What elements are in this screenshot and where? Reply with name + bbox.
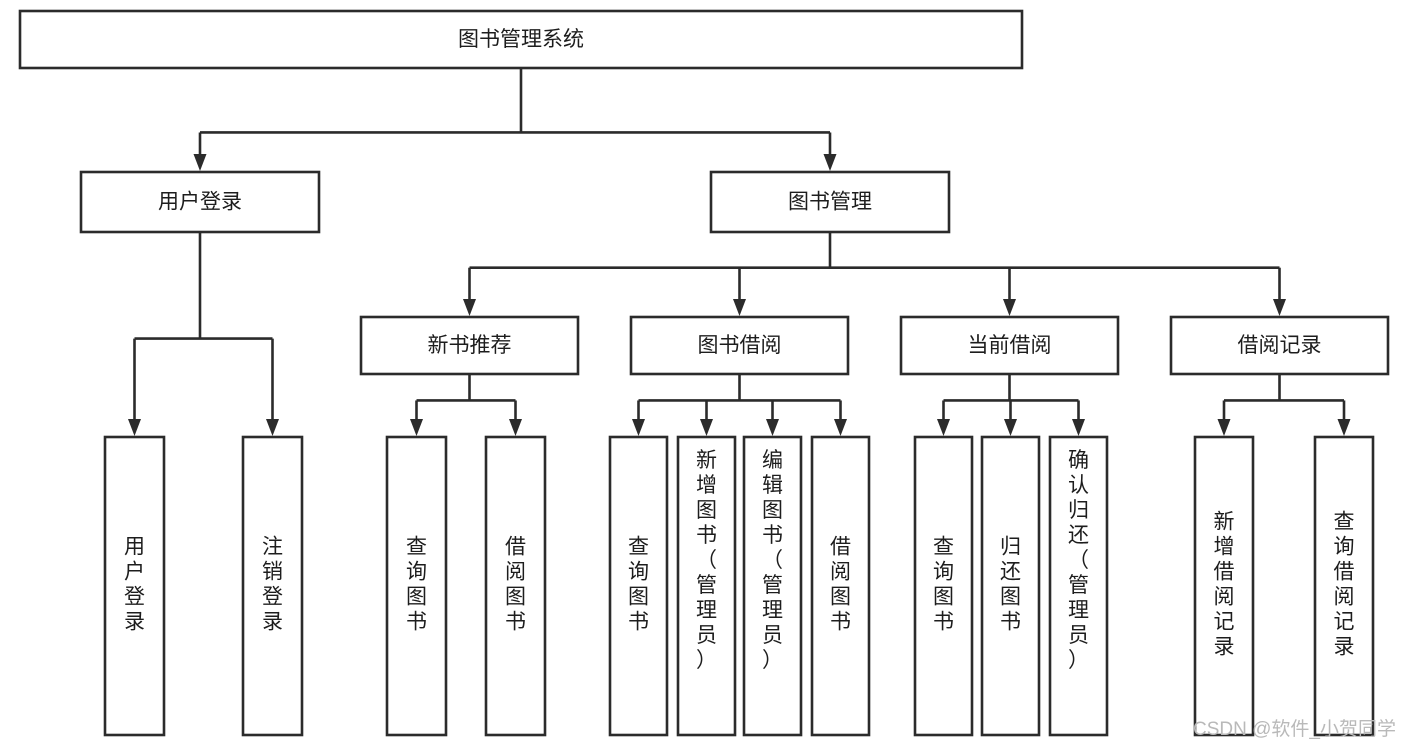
arrow-head-new-book-rec xyxy=(463,299,476,316)
node-label-leaf-rec-borrow: 借阅图书 xyxy=(505,536,526,634)
node-box-user-login[interactable] xyxy=(79,170,321,234)
node-leaf-borrow-lend[interactable]: 借阅图书 xyxy=(810,435,871,737)
node-leaf-borrow-add[interactable]: 新增图书（管理员） xyxy=(676,435,737,737)
node-label-root: 图书管理系统 xyxy=(458,28,584,51)
node-box-leaf-rec-add[interactable] xyxy=(1193,435,1255,737)
node-label-book-manage: 图书管理 xyxy=(788,191,872,214)
node-leaf-cur-query[interactable]: 查询图书 xyxy=(913,435,974,737)
node-label-leaf-cur-return: 归还图书 xyxy=(1000,536,1021,634)
node-box-leaf-borrow-lend[interactable] xyxy=(810,435,871,737)
node-box-new-book-rec[interactable] xyxy=(359,315,580,376)
node-box-leaf-rec-search[interactable] xyxy=(1313,435,1375,737)
node-box-leaf-rec-query[interactable] xyxy=(385,435,448,737)
node-box-leaf-cur-query[interactable] xyxy=(913,435,974,737)
edge-group-from-borrow-record xyxy=(1217,374,1351,436)
watermark-label: CSDN @软件_小贺同学 xyxy=(1193,718,1396,740)
node-label-new-book-rec: 新书推荐 xyxy=(428,334,512,357)
arrow-head-leaf-rec-search xyxy=(1337,419,1351,436)
node-leaf-user-logout[interactable]: 注销登录 xyxy=(241,435,304,737)
edge-group-from-root xyxy=(193,68,837,171)
node-label-leaf-cur-query: 查询图书 xyxy=(933,536,954,634)
node-leaf-borrow-query[interactable]: 查询图书 xyxy=(608,435,669,737)
node-leaf-cur-confirm[interactable]: 确认归还（管理员） xyxy=(1048,435,1109,737)
node-root[interactable]: 图书管理系统 xyxy=(18,9,1024,70)
node-label-leaf-cur-confirm: 确认归还（管理员） xyxy=(1068,449,1089,672)
node-box-book-borrow[interactable] xyxy=(629,315,850,376)
edge-group-from-user-login xyxy=(128,232,279,436)
node-label-leaf-borrow-add: 新增图书（管理员） xyxy=(696,449,717,672)
node-label-user-login: 用户登录 xyxy=(158,191,242,214)
node-label-leaf-borrow-edit: 编辑图书（管理员） xyxy=(762,449,783,672)
node-leaf-rec-query[interactable]: 查询图书 xyxy=(385,435,448,737)
nodes-layer: 图书管理系统用户登录图书管理新书推荐图书借阅当前借阅借阅记录用户登录注销登录查询… xyxy=(18,9,1390,737)
arrow-head-leaf-user-logout xyxy=(266,419,279,436)
node-leaf-borrow-edit[interactable]: 编辑图书（管理员） xyxy=(742,435,803,737)
arrow-head-book-borrow xyxy=(733,299,746,316)
edge-group-from-book-borrow xyxy=(632,374,847,436)
node-label-borrow-record: 借阅记录 xyxy=(1238,334,1322,357)
node-leaf-user-login[interactable]: 用户登录 xyxy=(103,435,166,737)
edge-group-from-current-borrow xyxy=(937,374,1085,436)
node-box-leaf-borrow-add[interactable] xyxy=(676,435,737,737)
node-label-leaf-user-login: 用户登录 xyxy=(124,536,145,634)
arrow-head-user-login xyxy=(193,154,207,171)
node-label-leaf-rec-add: 新增借阅记录 xyxy=(1214,511,1235,659)
arrow-head-leaf-borrow-query xyxy=(632,419,645,436)
node-box-leaf-borrow-query[interactable] xyxy=(608,435,669,737)
arrow-head-borrow-record xyxy=(1273,299,1286,316)
arrow-head-leaf-rec-borrow xyxy=(509,419,522,436)
node-book-borrow[interactable]: 图书借阅 xyxy=(629,315,850,376)
node-current-borrow[interactable]: 当前借阅 xyxy=(899,315,1120,376)
node-box-borrow-record[interactable] xyxy=(1169,315,1390,376)
node-box-leaf-cur-return[interactable] xyxy=(980,435,1041,737)
arrow-head-leaf-borrow-add xyxy=(700,419,713,436)
node-new-book-rec[interactable]: 新书推荐 xyxy=(359,315,580,376)
node-box-root[interactable] xyxy=(18,9,1024,70)
node-label-leaf-borrow-lend: 借阅图书 xyxy=(830,536,851,634)
arrow-head-leaf-borrow-edit xyxy=(766,419,779,436)
node-borrow-record[interactable]: 借阅记录 xyxy=(1169,315,1390,376)
node-label-book-borrow: 图书借阅 xyxy=(698,334,782,357)
node-label-leaf-rec-search: 查询借阅记录 xyxy=(1334,511,1355,659)
node-box-leaf-user-logout[interactable] xyxy=(241,435,304,737)
arrow-head-leaf-cur-query xyxy=(937,419,950,436)
node-box-leaf-user-login[interactable] xyxy=(103,435,166,737)
node-leaf-rec-add[interactable]: 新增借阅记录 xyxy=(1193,435,1255,737)
arrow-head-leaf-rec-query xyxy=(410,419,423,436)
node-leaf-rec-search[interactable]: 查询借阅记录 xyxy=(1313,435,1375,737)
node-book-manage[interactable]: 图书管理 xyxy=(709,170,951,234)
edge-group-from-new-book-rec xyxy=(410,374,522,436)
node-label-leaf-user-logout: 注销登录 xyxy=(262,536,283,634)
arrow-head-leaf-rec-add xyxy=(1217,419,1231,436)
arrow-head-leaf-cur-confirm xyxy=(1072,419,1085,436)
edge-group-from-book-manage xyxy=(463,232,1286,316)
node-label-leaf-borrow-query: 查询图书 xyxy=(628,536,649,634)
edges-layer xyxy=(128,68,1351,436)
arrow-head-leaf-borrow-lend xyxy=(834,419,847,436)
arrow-head-current-borrow xyxy=(1003,299,1016,316)
node-leaf-rec-borrow[interactable]: 借阅图书 xyxy=(484,435,547,737)
node-leaf-cur-return[interactable]: 归还图书 xyxy=(980,435,1041,737)
arrow-head-book-manage xyxy=(823,154,837,171)
node-box-book-manage[interactable] xyxy=(709,170,951,234)
node-box-current-borrow[interactable] xyxy=(899,315,1120,376)
arrow-head-leaf-cur-return xyxy=(1004,419,1017,436)
node-label-current-borrow: 当前借阅 xyxy=(968,334,1052,357)
node-label-leaf-rec-query: 查询图书 xyxy=(406,536,427,634)
node-box-leaf-rec-borrow[interactable] xyxy=(484,435,547,737)
node-box-leaf-borrow-edit[interactable] xyxy=(742,435,803,737)
node-box-leaf-cur-confirm[interactable] xyxy=(1048,435,1109,737)
arrow-head-leaf-user-login xyxy=(128,419,141,436)
node-user-login[interactable]: 用户登录 xyxy=(79,170,321,234)
